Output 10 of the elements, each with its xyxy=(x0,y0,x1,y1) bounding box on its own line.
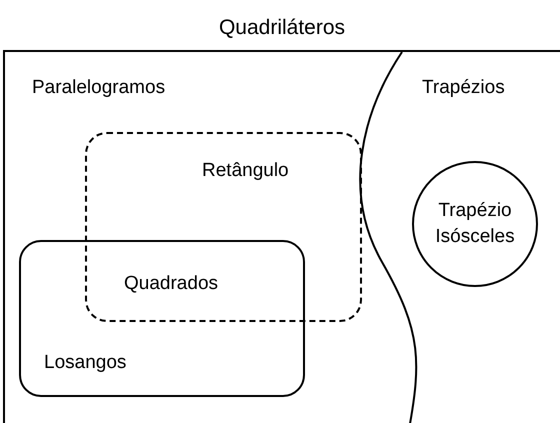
set-label: Paralelogramos xyxy=(32,77,166,99)
diagram-heading: Quadriláteros xyxy=(218,16,346,40)
set-circle xyxy=(412,161,538,287)
set-label: Trapézios xyxy=(422,77,505,99)
set-outline xyxy=(19,240,305,397)
set-label: Losangos xyxy=(44,352,126,374)
set-outline xyxy=(85,132,362,322)
set-label: Retângulo xyxy=(202,160,289,182)
set-label: Trapézio Isósceles xyxy=(434,199,516,249)
region-label: Quadrados xyxy=(124,273,218,295)
